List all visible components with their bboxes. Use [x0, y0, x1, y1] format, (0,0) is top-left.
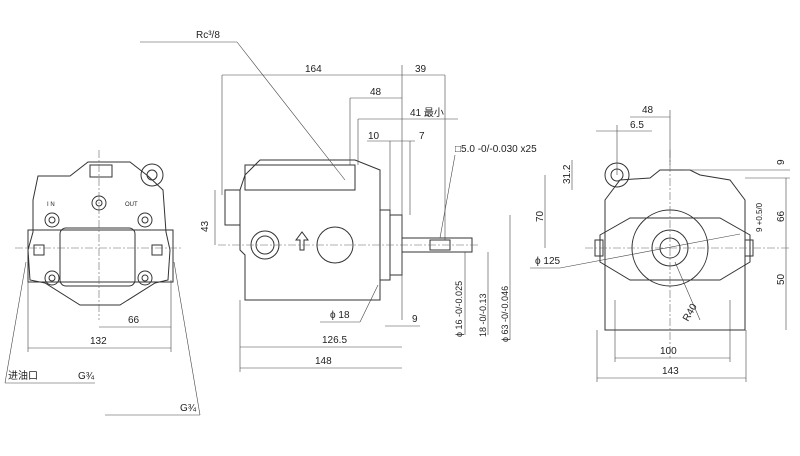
- dim-50: 50: [776, 273, 787, 285]
- port-in-label: I N: [47, 202, 55, 208]
- dim-48-side: 48: [370, 87, 382, 98]
- front-end-view: 48 6.5 31.2 70 9 66 50 9 +0.5/0 ϕ 125 R4…: [530, 105, 790, 382]
- dim-126-5: 126.5: [322, 335, 347, 346]
- dim-132: 132: [90, 336, 107, 347]
- dim-66-front: 66: [776, 210, 787, 222]
- dim-31-2: 31.2: [562, 164, 573, 184]
- outlet-thread: G¾: [180, 403, 197, 414]
- inlet-label: 进油口: [8, 369, 38, 382]
- dim-143: 143: [662, 366, 679, 377]
- inlet-thread: G¾: [78, 371, 95, 382]
- dim-phi125: ϕ 125: [535, 256, 561, 267]
- dim-70: 70: [535, 210, 546, 222]
- dim-phi18: ϕ 18: [330, 310, 350, 321]
- dim-9-tolerance: 9 +0.5/0: [755, 202, 764, 232]
- dim-41-min: 41 最小: [410, 107, 444, 119]
- port-out-label: OUT: [125, 202, 138, 208]
- dim-phi16: ϕ 16 -0/-0.025: [454, 281, 464, 337]
- dim-148: 148: [315, 356, 332, 367]
- left-end-view: I N OUT 66 132 进油口 G¾ G¾: [4, 150, 201, 416]
- dim-18: 18 -0/-0.13: [478, 293, 488, 337]
- dim-100: 100: [660, 346, 677, 357]
- dim-6-5: 6.5: [630, 120, 644, 131]
- dim-9-top: 9: [776, 159, 787, 165]
- dim-phi63: ϕ 63 -0/-0.046: [500, 286, 510, 342]
- dim-43: 43: [200, 220, 211, 232]
- dim-39: 39: [415, 64, 427, 75]
- dim-48-front: 48: [642, 105, 654, 116]
- dim-10: 10: [368, 131, 380, 142]
- dim-r40: R40: [681, 302, 700, 324]
- key-spec: □5.0 -0/-0.030 x25: [455, 144, 537, 155]
- dim-164: 164: [305, 64, 322, 75]
- dim-9-side: 9: [412, 314, 418, 325]
- side-view: Rc³/8 164 39 48 41 最小 10 7 □5.0 -0/-0.03…: [140, 30, 537, 372]
- dim-66: 66: [128, 315, 140, 326]
- dim-7: 7: [419, 131, 425, 142]
- port-thread-label: Rc³/8: [196, 30, 220, 41]
